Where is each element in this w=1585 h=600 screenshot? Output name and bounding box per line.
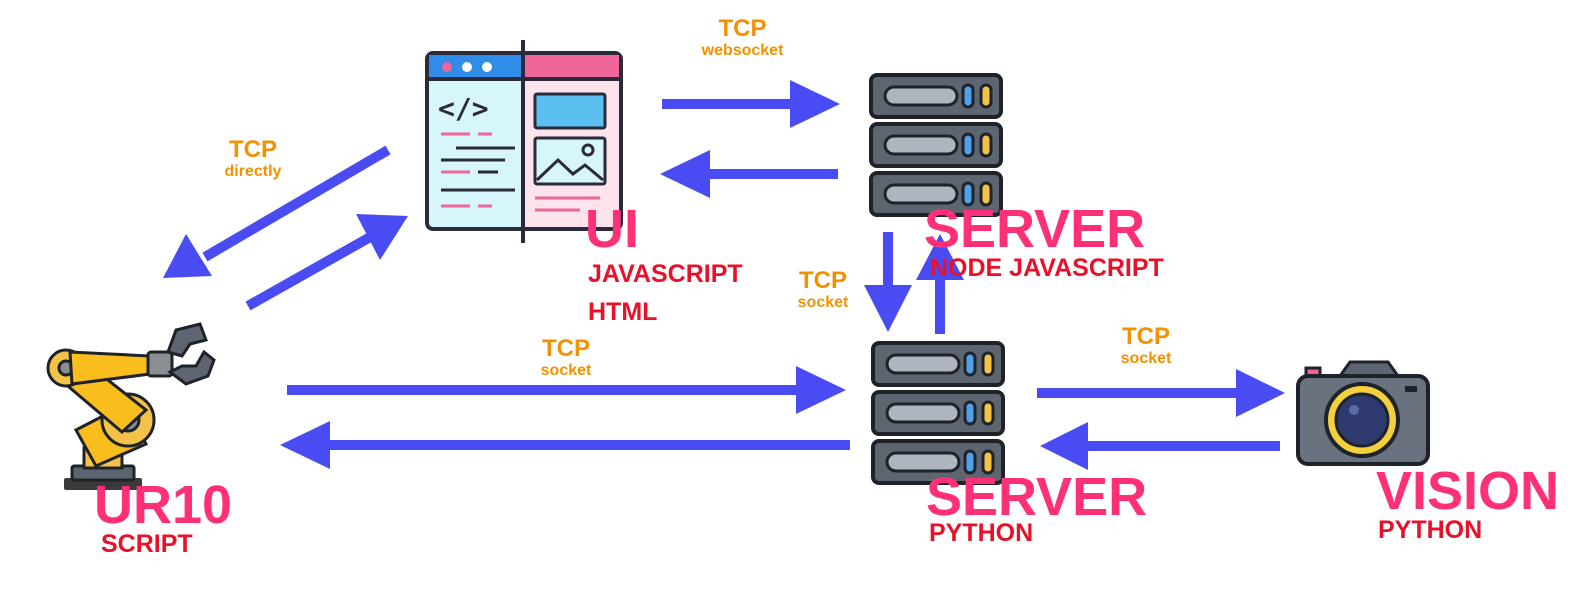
arrow-vision-to-python-server bbox=[1040, 422, 1280, 470]
node-server-lang: NODE JAVASCRIPT bbox=[930, 254, 1164, 282]
tcp-label-ui-node-server: TCP bbox=[718, 15, 767, 42]
python-server-title: SERVER bbox=[926, 467, 1148, 527]
tcp-label-robot-python: TCP bbox=[542, 335, 590, 362]
robot-lang: SCRIPT bbox=[101, 530, 193, 558]
ui-lang-html: HTML bbox=[588, 298, 658, 326]
arrow-python-server-to-vision bbox=[1037, 369, 1285, 417]
ui-lang-javascript: JAVASCRIPT bbox=[588, 260, 743, 288]
camera-icon bbox=[1296, 360, 1430, 466]
transport-label-ui-node-server: websocket bbox=[701, 42, 784, 59]
tcp-label-python-vision: TCP bbox=[1122, 323, 1170, 350]
ui-title: UI bbox=[585, 199, 639, 259]
robot-title: UR10 bbox=[94, 475, 233, 535]
arrow-ui-to-node-server bbox=[662, 80, 840, 128]
server-rack-icon bbox=[871, 341, 1005, 485]
arrow-robot-to-python-server bbox=[287, 366, 846, 414]
web-code-icon: </> bbox=[425, 40, 623, 243]
vision-title: VISION bbox=[1376, 461, 1560, 521]
transport-label-node-python: socket bbox=[797, 294, 849, 311]
transport-label-python-vision: socket bbox=[1120, 350, 1172, 367]
vision-lang: PYTHON bbox=[1378, 516, 1483, 544]
transport-label-ui-robot: directly bbox=[224, 163, 282, 180]
python-server-lang: PYTHON bbox=[929, 519, 1034, 547]
tcp-label-node-python: TCP bbox=[799, 267, 847, 294]
arrow-ui-to-robot bbox=[163, 145, 391, 278]
tcp-label-ui-robot: TCP bbox=[229, 136, 277, 163]
transport-label-robot-python: socket bbox=[540, 362, 592, 379]
arrow-node-server-to-ui bbox=[660, 150, 838, 198]
svg-text:</>: </> bbox=[438, 92, 489, 125]
arrow-node-server-to-python-server bbox=[864, 232, 912, 332]
robot-arm-icon bbox=[46, 322, 216, 490]
arrow-python-server-to-robot bbox=[280, 421, 850, 469]
server-rack-icon bbox=[869, 73, 1003, 217]
node-server-title: SERVER bbox=[924, 199, 1146, 259]
arrow-python-server-to-node-server bbox=[916, 234, 964, 334]
arrow-robot-to-ui bbox=[245, 214, 408, 311]
